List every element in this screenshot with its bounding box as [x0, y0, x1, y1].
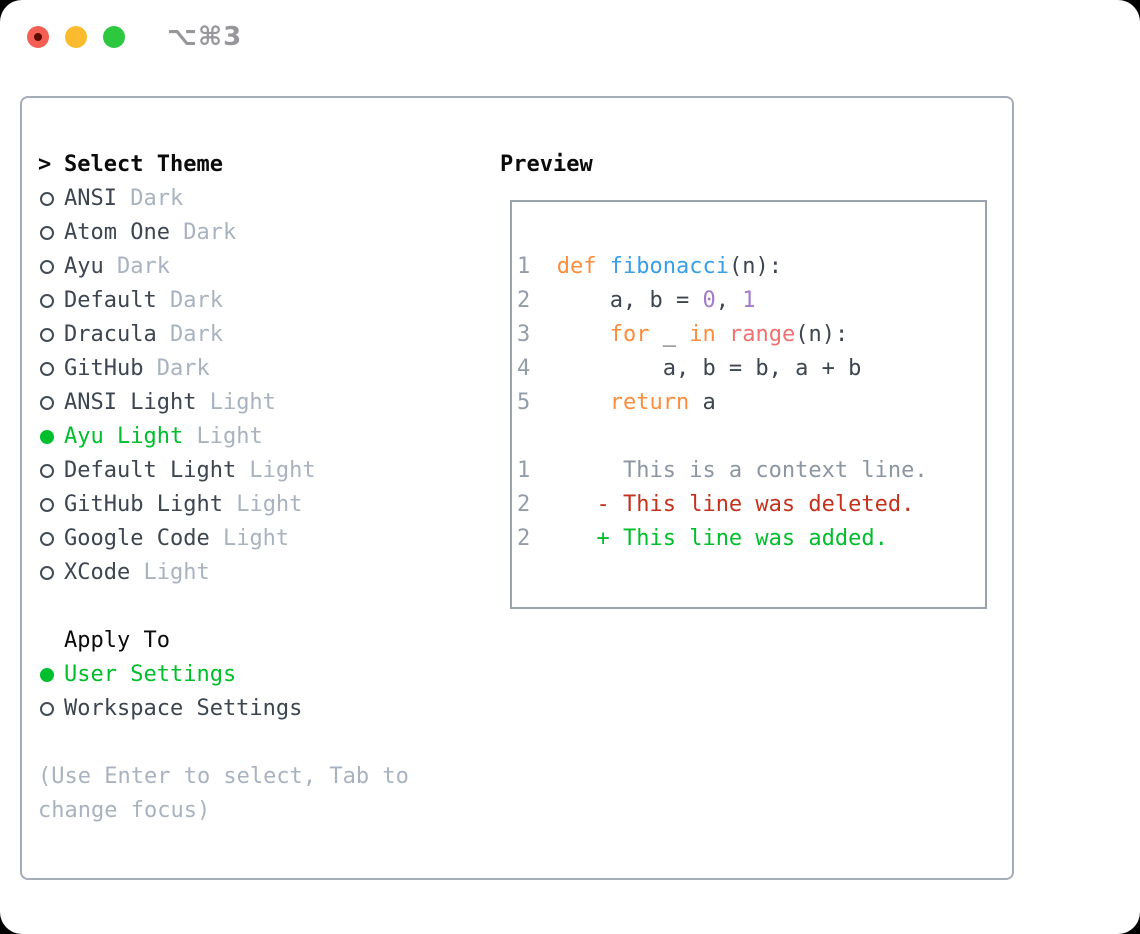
theme-variant-label: Light	[209, 526, 290, 551]
preview-line: 1 def fibonacci(n):	[517, 254, 782, 279]
titlebar: ⌥⌘3	[0, 0, 1140, 74]
select-theme-label: Select Theme	[64, 152, 223, 177]
preview-line	[517, 420, 985, 454]
radio-icon	[38, 192, 64, 206]
option-label: GitHub	[64, 356, 144, 381]
theme-option[interactable]: GitHub Light Light	[38, 488, 488, 522]
theme-option[interactable]: ANSI Dark	[38, 182, 488, 216]
radio-icon	[38, 328, 64, 342]
preview-line: 1 This is a context line.	[517, 458, 928, 483]
option-label: XCode	[64, 560, 131, 585]
spacer	[38, 590, 488, 624]
preview-line: 3 for _ in range(n):	[517, 322, 849, 347]
theme-option[interactable]: GitHub Dark	[38, 352, 488, 386]
theme-option[interactable]: Ayu Light Light	[38, 420, 488, 454]
preview-line: 5 return a	[517, 390, 716, 415]
close-button[interactable]	[27, 26, 49, 48]
option-label: Atom One	[64, 220, 170, 245]
select-theme-header[interactable]: > Select Theme	[38, 148, 488, 182]
option-label: Ayu	[64, 254, 104, 279]
radio-selected-icon	[38, 430, 64, 444]
theme-variant-label: Light	[183, 424, 263, 449]
apply-to-header: Apply To	[38, 624, 488, 658]
option-label: Workspace Settings	[64, 696, 303, 721]
radio-icon	[38, 498, 64, 512]
minimize-button[interactable]	[65, 26, 87, 48]
preview-line: 4 a, b = b, a + b	[517, 356, 862, 381]
option-label: User Settings	[64, 662, 237, 687]
theme-variant-label: Dark	[103, 254, 170, 279]
theme-option[interactable]: ANSI Light Light	[38, 386, 488, 420]
option-label: GitHub Light	[64, 492, 223, 517]
radio-icon	[38, 702, 64, 716]
theme-variant-label: Light	[130, 560, 210, 585]
theme-variant-label: Dark	[156, 288, 223, 313]
option-label: ANSI	[64, 186, 117, 211]
theme-variant-label: Light	[236, 458, 316, 483]
focus-caret-icon: >	[38, 152, 52, 177]
theme-option[interactable]: Google Code Light	[38, 522, 488, 556]
option-label: Default	[64, 288, 157, 313]
option-label: Default Light	[64, 458, 237, 483]
option-label: Google Code	[64, 526, 210, 551]
radio-icon	[38, 566, 64, 580]
maximize-button[interactable]	[103, 26, 125, 48]
radio-icon	[38, 396, 64, 410]
traffic-lights	[27, 26, 125, 48]
theme-option[interactable]: Default Dark	[38, 284, 488, 318]
theme-variant-label: Dark	[156, 322, 223, 347]
preview-code: 1 def fibonacci(n): 2 a, b = 0, 1 3 for _ …	[512, 202, 985, 556]
theme-option[interactable]: Atom One Dark	[38, 216, 488, 250]
apply-to-label: Apply To	[64, 628, 170, 653]
theme-variant-label: Light	[196, 390, 276, 415]
theme-variant-label: Dark	[116, 186, 184, 211]
theme-option[interactable]: XCode Light	[38, 556, 488, 590]
option-label: Dracula	[64, 322, 157, 347]
preview-line: 2 + This line was added.	[517, 526, 888, 551]
theme-option[interactable]: Dracula Dark	[38, 318, 488, 352]
radio-icon	[38, 464, 64, 478]
radio-icon	[38, 362, 64, 376]
option-label: Ayu Light	[64, 424, 184, 449]
radio-selected-icon	[38, 668, 64, 682]
theme-variant-label: Dark	[169, 220, 237, 245]
theme-variant-label: Dark	[143, 356, 210, 381]
preview-line: 2 - This line was deleted.	[517, 492, 915, 517]
theme-option[interactable]: Default Light Light	[38, 454, 488, 488]
option-label: ANSI Light	[64, 390, 197, 415]
preview-box: 1 def fibonacci(n): 2 a, b = 0, 1 3 for _ …	[510, 200, 987, 609]
apply-to-option[interactable]: Workspace Settings	[38, 692, 488, 726]
radio-icon	[38, 260, 64, 274]
radio-icon	[38, 294, 64, 308]
window-title: ⌥⌘3	[167, 22, 243, 52]
preview-heading: Preview	[500, 152, 593, 177]
radio-icon	[38, 226, 64, 240]
apply-to-option[interactable]: User Settings	[38, 658, 488, 692]
preview-line: 2 a, b = 0, 1	[517, 288, 756, 313]
theme-variant-label: Light	[222, 492, 303, 517]
keyboard-hint: (Use Enter to select, Tab to change focu…	[38, 764, 409, 823]
radio-icon	[38, 532, 64, 546]
theme-option[interactable]: Ayu Dark	[38, 250, 488, 284]
